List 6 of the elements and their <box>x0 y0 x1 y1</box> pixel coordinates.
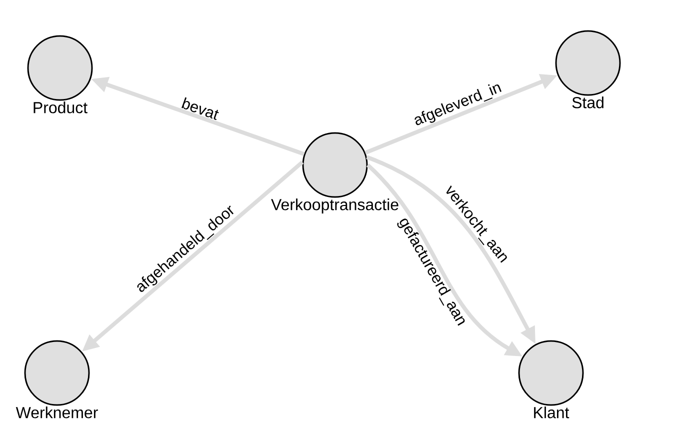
node-label: Product <box>34 102 88 114</box>
node-label: Stad <box>572 96 604 108</box>
node-label: Klant <box>534 406 570 418</box>
node-label: Verkooptransactie <box>271 198 398 214</box>
edge-label: bevat <box>182 97 219 120</box>
node-label: Werknemer <box>16 406 98 418</box>
